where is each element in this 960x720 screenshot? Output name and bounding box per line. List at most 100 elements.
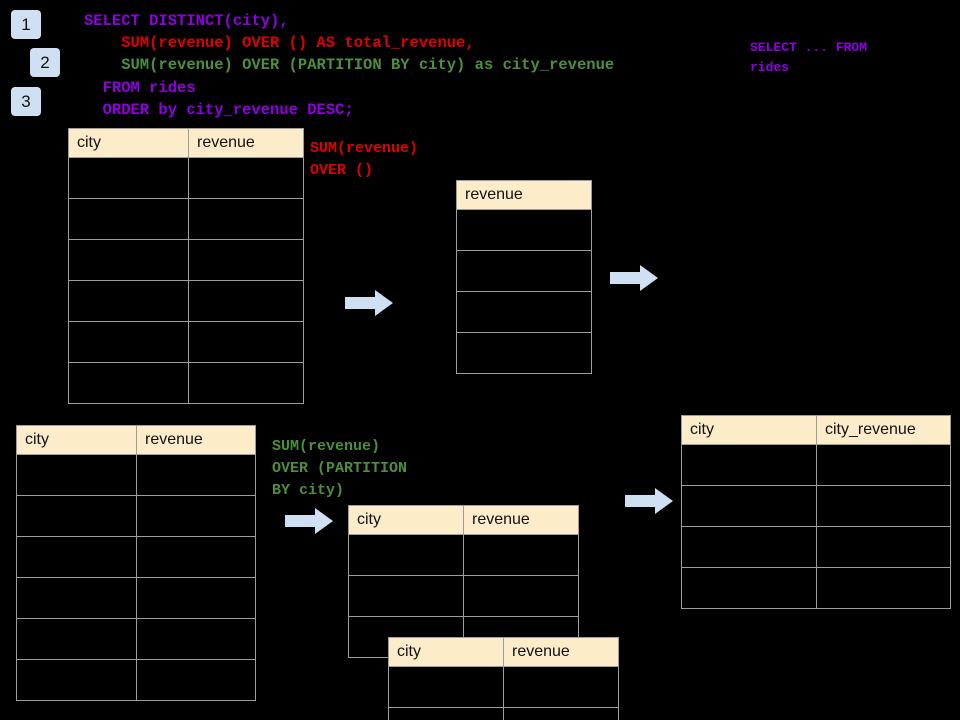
table-row [68,321,304,363]
column-header-revenue: revenue [136,425,256,455]
column-header-city: city [16,425,137,455]
cell [188,157,304,199]
column-header-city: city [388,637,504,667]
annotation-sum-over-empty: SUM(revenue) OVER () [310,140,419,179]
cell [456,250,592,292]
cell [816,526,951,568]
cell [188,198,304,240]
table-row [681,526,951,568]
table-row [456,332,592,374]
table-row [456,250,592,292]
table-row [388,666,619,708]
cell [136,577,256,619]
cell [681,526,817,568]
cell [16,618,137,660]
cell [16,495,137,537]
table-partition-back: city revenue [348,505,579,658]
cell [348,575,464,617]
sql-line-from: FROM rides [84,79,196,97]
cell [188,321,304,363]
table-header-row: revenue [456,180,592,210]
column-header-city: city [348,505,464,535]
cell [16,577,137,619]
cell [136,495,256,537]
table-header-row: city revenue [348,505,579,535]
table-row [681,444,951,486]
cell [68,157,189,199]
table-row [16,659,256,701]
arrow-right-icon-2 [610,265,658,291]
cell [388,666,504,708]
arrow-right-icon-1 [345,290,393,316]
column-header-revenue: revenue [188,128,304,158]
column-header-city-revenue: city_revenue [816,415,951,445]
annotation-select-from-rides: SELECT ... FROM rides [750,40,868,75]
table-row [68,157,304,199]
column-header-city: city [68,128,189,158]
table-row [16,454,256,496]
cell [136,536,256,578]
table-row [68,239,304,281]
table-row [456,209,592,251]
cell [388,707,504,720]
cell [136,659,256,701]
sql-line-order-by: ORDER by city_revenue DESC; [84,101,354,119]
sql-line-city-revenue: SUM(revenue) OVER (PARTITION BY city) as… [84,56,615,74]
cell [456,332,592,374]
table-result: city city_revenue [681,415,951,609]
cell [16,659,137,701]
cell [68,321,189,363]
arrow-right-icon-4 [625,488,673,514]
cell [816,567,951,609]
table-row [348,534,579,576]
column-header-city: city [681,415,817,445]
step-badge-2: 2 [30,48,60,77]
table-row [456,291,592,333]
table-header-row: city revenue [16,425,256,455]
sql-line-total-revenue: SUM(revenue) OVER () AS total_revenue, [84,34,475,52]
cell [16,536,137,578]
table-row [16,536,256,578]
table-row [16,495,256,537]
table-row [681,485,951,527]
step-badge-3: 3 [11,87,41,116]
table-row [16,618,256,660]
cell [16,454,137,496]
cell [188,280,304,322]
sql-line-select: SELECT DISTINCT(city), [84,12,289,30]
cell [68,280,189,322]
cell [816,485,951,527]
cell [681,444,817,486]
cell [463,575,579,617]
table-row [16,577,256,619]
cell [816,444,951,486]
cell [456,209,592,251]
table-row [388,707,619,720]
cell [463,534,579,576]
table-row [681,567,951,609]
table-row [68,362,304,404]
table-partition-front: city revenue [388,637,619,720]
cell [68,239,189,281]
step-badge-1: 1 [11,10,41,39]
table-row [348,575,579,617]
cell [188,362,304,404]
table-header-row: city revenue [68,128,304,158]
cell [136,618,256,660]
table-source-rides-2: city revenue [16,425,256,701]
cell [456,291,592,333]
column-header-revenue: revenue [503,637,619,667]
table-total-revenue: revenue [456,180,592,374]
cell [188,239,304,281]
cell [68,198,189,240]
cell [68,362,189,404]
table-row [68,198,304,240]
annotation-sum-over-partition: SUM(revenue) OVER (PARTITION BY city) [272,438,408,499]
cell [681,485,817,527]
cell [136,454,256,496]
cell [348,534,464,576]
cell [503,666,619,708]
table-header-row: city city_revenue [681,415,951,445]
arrow-right-icon-3 [285,508,333,534]
